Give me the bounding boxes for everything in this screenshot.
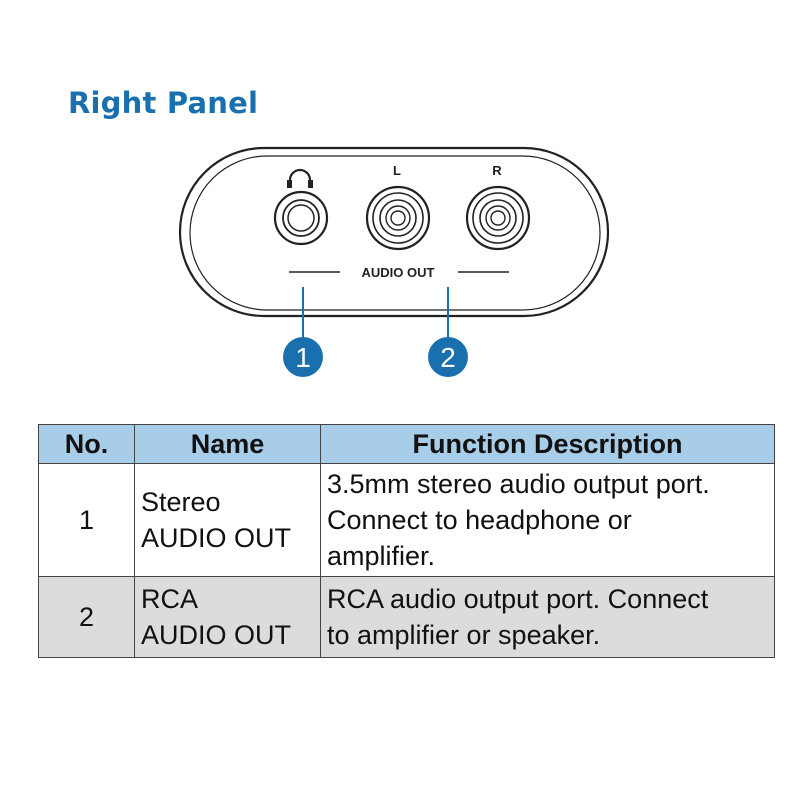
audio-out-label: AUDIO OUT xyxy=(362,265,435,280)
row-description-line: Connect to headphone or xyxy=(327,505,632,535)
table-header-row: No. Name Function Description xyxy=(38,424,775,464)
callout-2-number: 2 xyxy=(440,342,456,373)
channel-label-left: L xyxy=(393,163,401,178)
table-row: 2 RCA AUDIO OUT RCA audio output port. C… xyxy=(38,576,775,658)
callout-1: 1 xyxy=(283,337,323,377)
header-function-description: Function Description xyxy=(320,424,775,464)
header-no: No. xyxy=(38,424,135,464)
function-table: No. Name Function Description 1 Stereo A… xyxy=(38,424,775,658)
row-name-line: RCA xyxy=(141,584,199,614)
table-row: 1 Stereo AUDIO OUT 3.5mm stereo audio ou… xyxy=(38,463,775,577)
row-description: RCA audio output port. Connect to amplif… xyxy=(320,576,775,658)
device-inner-outline xyxy=(189,155,601,311)
callout-2: 2 xyxy=(428,337,468,377)
row-name-line: AUDIO OUT xyxy=(141,523,292,553)
row-description-line: 3.5mm stereo audio output port. xyxy=(327,469,710,499)
page-title: Right Panel xyxy=(68,86,259,120)
row-description: 3.5mm stereo audio output port. Connect … xyxy=(320,463,775,577)
row-name: Stereo AUDIO OUT xyxy=(134,463,321,577)
rca-jack-left xyxy=(365,185,431,251)
row-number: 1 xyxy=(38,463,135,577)
row-name-line: AUDIO OUT xyxy=(141,620,292,650)
row-name: RCA AUDIO OUT xyxy=(134,576,321,658)
stereo-jack xyxy=(273,190,329,246)
right-panel-diagram: L R AUDIO OUT 1 2 xyxy=(178,146,610,377)
channel-label-right: R xyxy=(492,163,502,178)
row-description-line: amplifier. xyxy=(327,541,436,571)
row-description-line: to amplifier or speaker. xyxy=(327,620,601,650)
row-number: 2 xyxy=(38,576,135,658)
row-name-line: Stereo xyxy=(141,487,221,517)
row-description-line: RCA audio output port. Connect xyxy=(327,584,709,614)
header-name: Name xyxy=(134,424,321,464)
rca-jack-right xyxy=(465,185,531,251)
headphone-icon xyxy=(287,168,313,188)
callout-1-number: 1 xyxy=(295,342,311,373)
